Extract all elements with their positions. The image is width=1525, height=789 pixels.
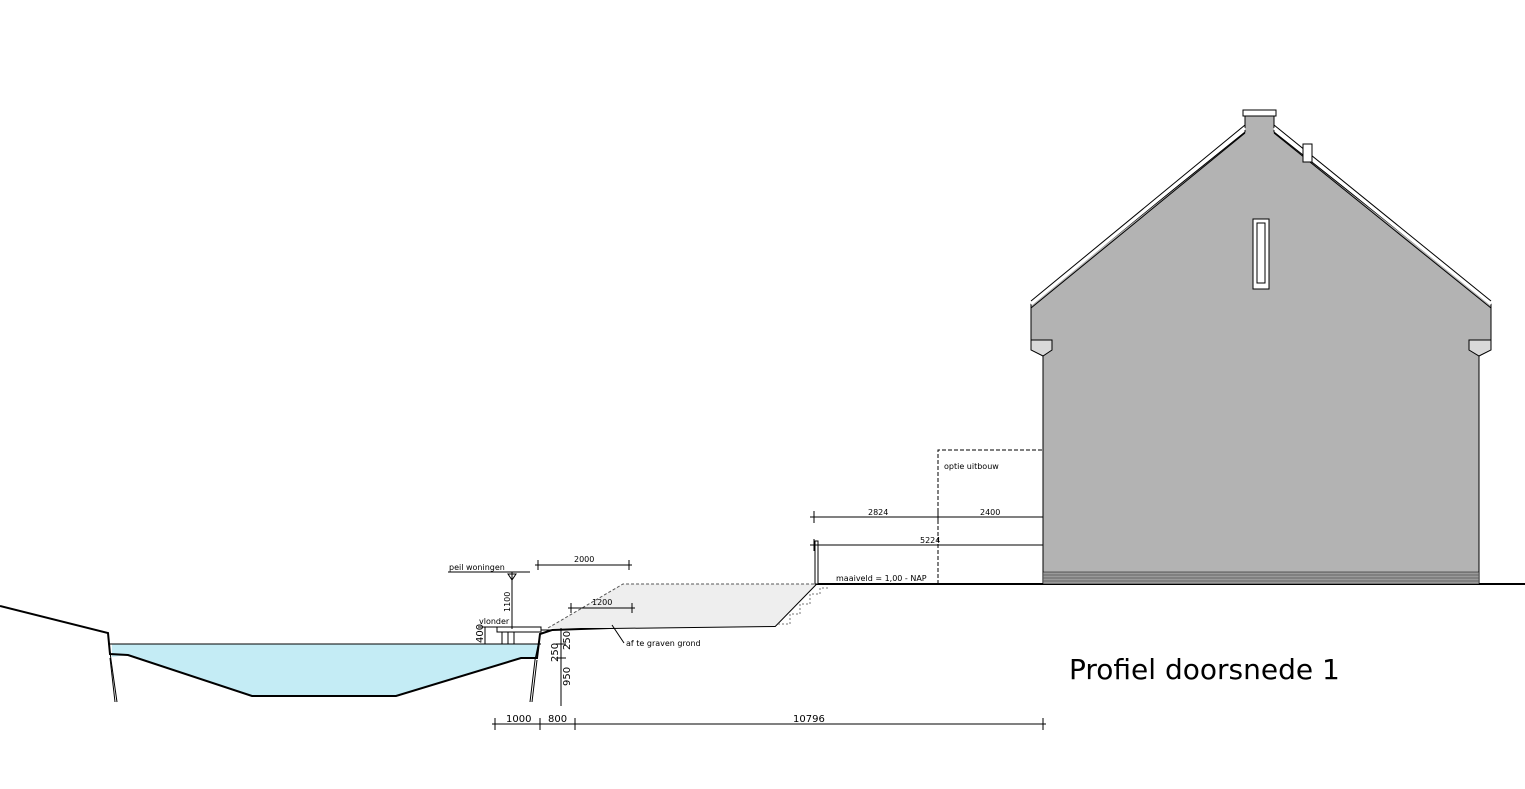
- label-maaiveld: maaiveld = 1,00 - NAP: [836, 574, 927, 583]
- label-vlonder: vlonder: [479, 617, 510, 626]
- ridge-cap: [1242, 109, 1277, 117]
- corbel-left: [1030, 339, 1053, 357]
- house-gable: [1030, 111, 1492, 585]
- dim-250-b: 250: [550, 643, 561, 662]
- excavation-dashed-outline: [547, 583, 816, 629]
- dim-950: 950: [562, 667, 573, 686]
- label-optie-uitbouw: optie uitbouw: [944, 462, 999, 471]
- dim-1100: 1100: [503, 592, 512, 612]
- dim-1200: 1200: [592, 598, 612, 607]
- dim-250-a: 250: [562, 631, 573, 650]
- excavation-steps: [778, 587, 830, 625]
- left-sheet-pile: [107, 634, 118, 703]
- canal-water: [112, 644, 539, 696]
- roof-edge-left: [1030, 126, 1246, 306]
- fence-post: [814, 540, 819, 585]
- dim-400: 400: [475, 624, 486, 643]
- label-peil-woningen: peil woningen: [449, 563, 505, 572]
- excavation-leader: [611, 624, 625, 644]
- excavation-area: [548, 584, 816, 628]
- label-af-te-graven-grond: af te graven grond: [626, 639, 701, 648]
- dim-5224: 5224: [920, 536, 940, 545]
- right-sheet-pile: [529, 635, 541, 703]
- dim-10796: 10796: [793, 714, 825, 725]
- dim-800: 800: [548, 714, 567, 725]
- roof-vent: [1302, 143, 1313, 163]
- drawing-title: Profiel doorsnede 1: [1069, 653, 1340, 686]
- dim-2000: 2000: [574, 555, 594, 564]
- dim-2400: 2400: [980, 508, 1000, 517]
- corbel-right: [1468, 339, 1492, 357]
- optie-uitbouw-outline: [937, 449, 1043, 584]
- dim-2824: 2824: [868, 508, 888, 517]
- dim-1000: 1000: [506, 714, 531, 725]
- right-sheet-pile-inner: [531, 659, 538, 703]
- vlonder-deck: [496, 626, 542, 633]
- left-sheet-pile-inner: [109, 657, 116, 703]
